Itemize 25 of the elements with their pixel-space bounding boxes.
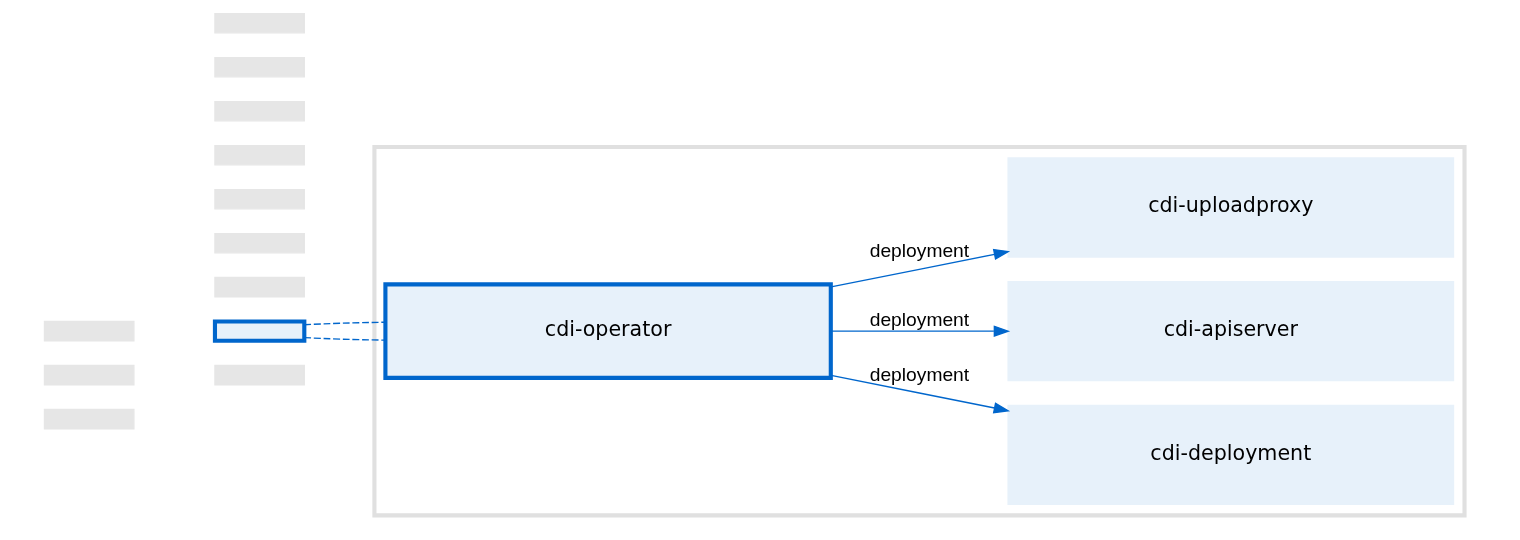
node-box [212,319,307,343]
connector [303,321,386,326]
node-box: cdi-operator [383,282,833,380]
node-box [214,56,305,78]
node-box [214,232,305,254]
node-box: cdi-apiserver [1007,281,1455,382]
node-box [214,276,305,298]
cluster [372,144,1467,518]
node-box: cdi-uploadproxy [1007,157,1455,258]
arrow [830,325,1011,337]
node-box [214,364,305,386]
node-box: cdi-deployment [1007,404,1455,506]
node-box [43,364,135,386]
node-box [214,188,305,210]
edge-label: deployment [869,363,970,385]
edge-label: deployment [869,308,970,330]
connector [303,336,386,341]
node-box [43,408,135,430]
node-box [214,12,305,34]
arrow [830,374,1011,414]
edge-label: deployment [869,240,970,262]
node-box [43,320,135,342]
node-box [214,100,305,122]
node-box [214,144,305,166]
arrow [830,248,1011,288]
